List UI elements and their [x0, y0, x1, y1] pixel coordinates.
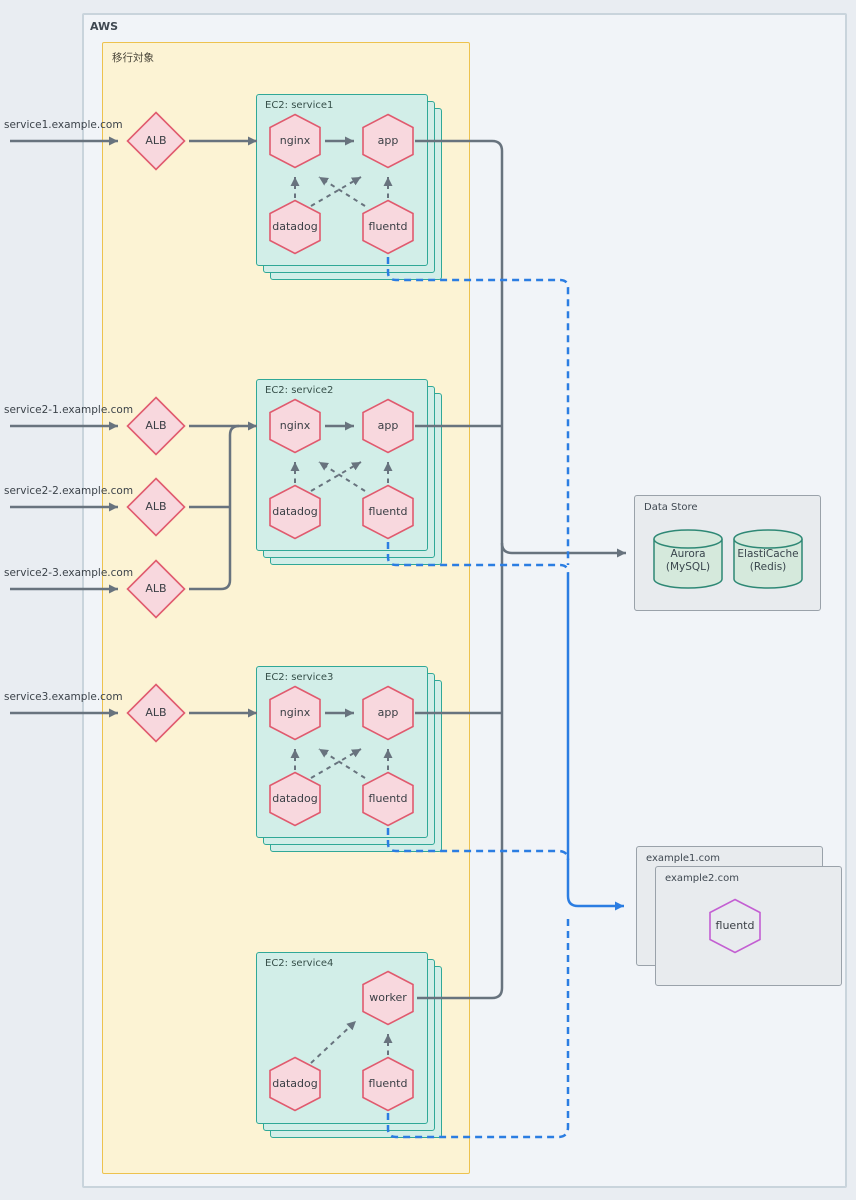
alb-label: ALB: [145, 134, 167, 148]
node-label: fluentd: [368, 220, 408, 234]
input-hostname: service2-2.example.com: [4, 485, 134, 497]
node-label: fluentd: [368, 505, 408, 519]
service2-nginx-node: nginx: [268, 398, 322, 454]
service1-app-node: app: [361, 113, 415, 169]
hexagon-shape: [269, 199, 321, 255]
ec2-title: EC2: service3: [265, 672, 334, 683]
node-label: fluentd: [368, 792, 408, 806]
hexagon-shape: [269, 1056, 321, 1112]
service4-fluentd-node: fluentd: [361, 1056, 415, 1112]
input-hostname: service2-1.example.com: [4, 404, 134, 416]
hexagon-shape: [269, 484, 321, 540]
input-hostname: service2-3.example.com: [4, 567, 134, 579]
alb-service3: ALB: [125, 682, 187, 744]
example2-fluentd-node: fluentd: [708, 898, 762, 954]
node-label: fluentd: [368, 1077, 408, 1091]
service3-fluentd-node: fluentd: [361, 771, 415, 827]
service3-app-node: app: [361, 685, 415, 741]
service2-fluentd-node: fluentd: [361, 484, 415, 540]
node-label: app: [377, 419, 399, 433]
hexagon-shape: [362, 199, 414, 255]
node-label: datadog: [272, 220, 318, 234]
service4-datadog-node: datadog: [268, 1056, 322, 1112]
service2-datadog-node: datadog: [268, 484, 322, 540]
input-hostname: service3.example.com: [4, 691, 123, 703]
database-label: Aurora (MySQL): [665, 548, 711, 573]
diamond-shape: [126, 477, 186, 537]
hexagon-shape: [362, 771, 414, 827]
alb-label: ALB: [145, 706, 167, 720]
node-label: nginx: [279, 134, 311, 148]
migration-zone-label: 移行対象: [112, 52, 154, 64]
diamond-shape: [126, 111, 186, 171]
hexagon-shape: [362, 113, 414, 169]
hexagon-shape: [269, 771, 321, 827]
service3-datadog-node: datadog: [268, 771, 322, 827]
service1-nginx-node: nginx: [268, 113, 322, 169]
alb-label: ALB: [145, 500, 167, 514]
alb-service2-3: ALB: [125, 558, 187, 620]
data-store-title: Data Store: [644, 502, 698, 513]
node-label: datadog: [272, 1077, 318, 1091]
service1-datadog-node: datadog: [268, 199, 322, 255]
hexagon-shape: [362, 970, 414, 1026]
service1-fluentd-node: fluentd: [361, 199, 415, 255]
alb-label: ALB: [145, 582, 167, 596]
database-label: ElastiCache (Redis): [737, 548, 799, 573]
service3-nginx-node: nginx: [268, 685, 322, 741]
node-label: app: [377, 706, 399, 720]
node-label: datadog: [272, 792, 318, 806]
aurora-database: Aurora (MySQL): [652, 528, 724, 590]
diamond-shape: [126, 683, 186, 743]
hexagon-shape: [362, 1056, 414, 1112]
diamond-shape: [126, 559, 186, 619]
hexagon-shape: [269, 398, 321, 454]
node-label: nginx: [279, 706, 311, 720]
diamond-shape: [126, 396, 186, 456]
hexagon-shape: [362, 685, 414, 741]
elasticache-database: ElastiCache (Redis): [732, 528, 804, 590]
alb-service2-2: ALB: [125, 476, 187, 538]
hexagon-shape: [269, 113, 321, 169]
node-label: app: [377, 134, 399, 148]
example1-label: example1.com: [646, 853, 720, 864]
hexagon-shape: [362, 398, 414, 454]
hexagon-shape: [269, 685, 321, 741]
service4-worker-node: worker: [361, 970, 415, 1026]
cylinder-icon: [733, 529, 803, 589]
input-hostname: service1.example.com: [4, 119, 123, 131]
alb-label: ALB: [145, 419, 167, 433]
node-label: fluentd: [715, 919, 755, 933]
hexagon-shape: [362, 484, 414, 540]
node-label: worker: [369, 991, 407, 1005]
ec2-title: EC2: service4: [265, 958, 334, 969]
ec2-title: EC2: service2: [265, 385, 334, 396]
node-label: nginx: [279, 419, 311, 433]
ec2-title: EC2: service1: [265, 100, 334, 111]
hexagon-shape: [709, 898, 761, 954]
service2-app-node: app: [361, 398, 415, 454]
alb-service1: ALB: [125, 110, 187, 172]
aws-label: AWS: [90, 20, 119, 33]
example2-label: example2.com: [665, 873, 739, 884]
node-label: datadog: [272, 505, 318, 519]
cylinder-icon: [653, 529, 723, 589]
alb-service2-1: ALB: [125, 395, 187, 457]
